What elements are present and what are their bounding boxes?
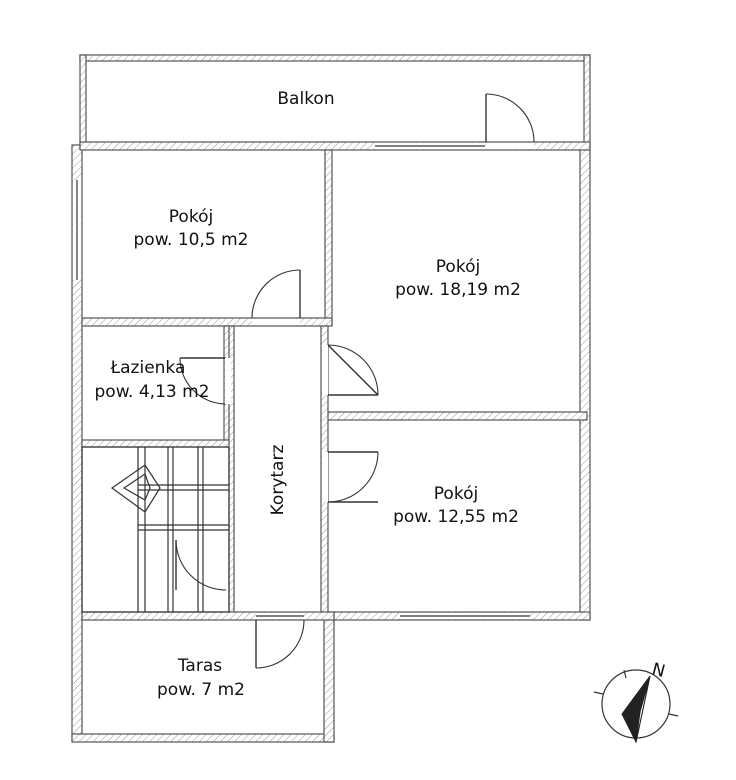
door-pokoj-large <box>322 344 379 396</box>
door-pokoj-mid <box>322 451 379 503</box>
room-pokoj-mid-area: pow. 12,55 m2 <box>393 507 519 527</box>
room-pokoj-large-name: Pokój <box>436 257 480 277</box>
interior-walls <box>79 141 591 621</box>
room-pokoj-small-name: Pokój <box>169 207 213 227</box>
room-pokoj-mid-name: Pokój <box>434 484 478 504</box>
openings <box>73 143 530 619</box>
room-taras-name: Taras <box>177 656 222 676</box>
room-pokoj-large-area: pow. 18,19 m2 <box>395 280 521 300</box>
doors <box>175 93 535 669</box>
door-lazienka <box>179 357 231 405</box>
room-labels: Balkon Pokój pow. 10,5 m2 Pokój pow. 18,… <box>95 89 521 700</box>
room-lazienka-area: pow. 4,13 m2 <box>95 382 210 402</box>
compass-needle-icon <box>621 675 651 744</box>
door-taras <box>255 613 305 669</box>
room-lazienka-name: Łazienka <box>110 358 186 378</box>
room-taras-area: pow. 7 m2 <box>157 680 245 700</box>
room-balkon-name: Balkon <box>277 89 334 109</box>
compass-north-label: N <box>650 659 667 682</box>
door-stairs <box>175 539 227 591</box>
door-pokoj-small <box>251 269 301 325</box>
room-pokoj-small-area: pow. 10,5 m2 <box>134 230 249 250</box>
compass: N <box>593 659 679 744</box>
room-korytarz-name: Korytarz <box>268 445 288 516</box>
door-balkon <box>485 93 535 149</box>
staircase <box>81 446 230 613</box>
